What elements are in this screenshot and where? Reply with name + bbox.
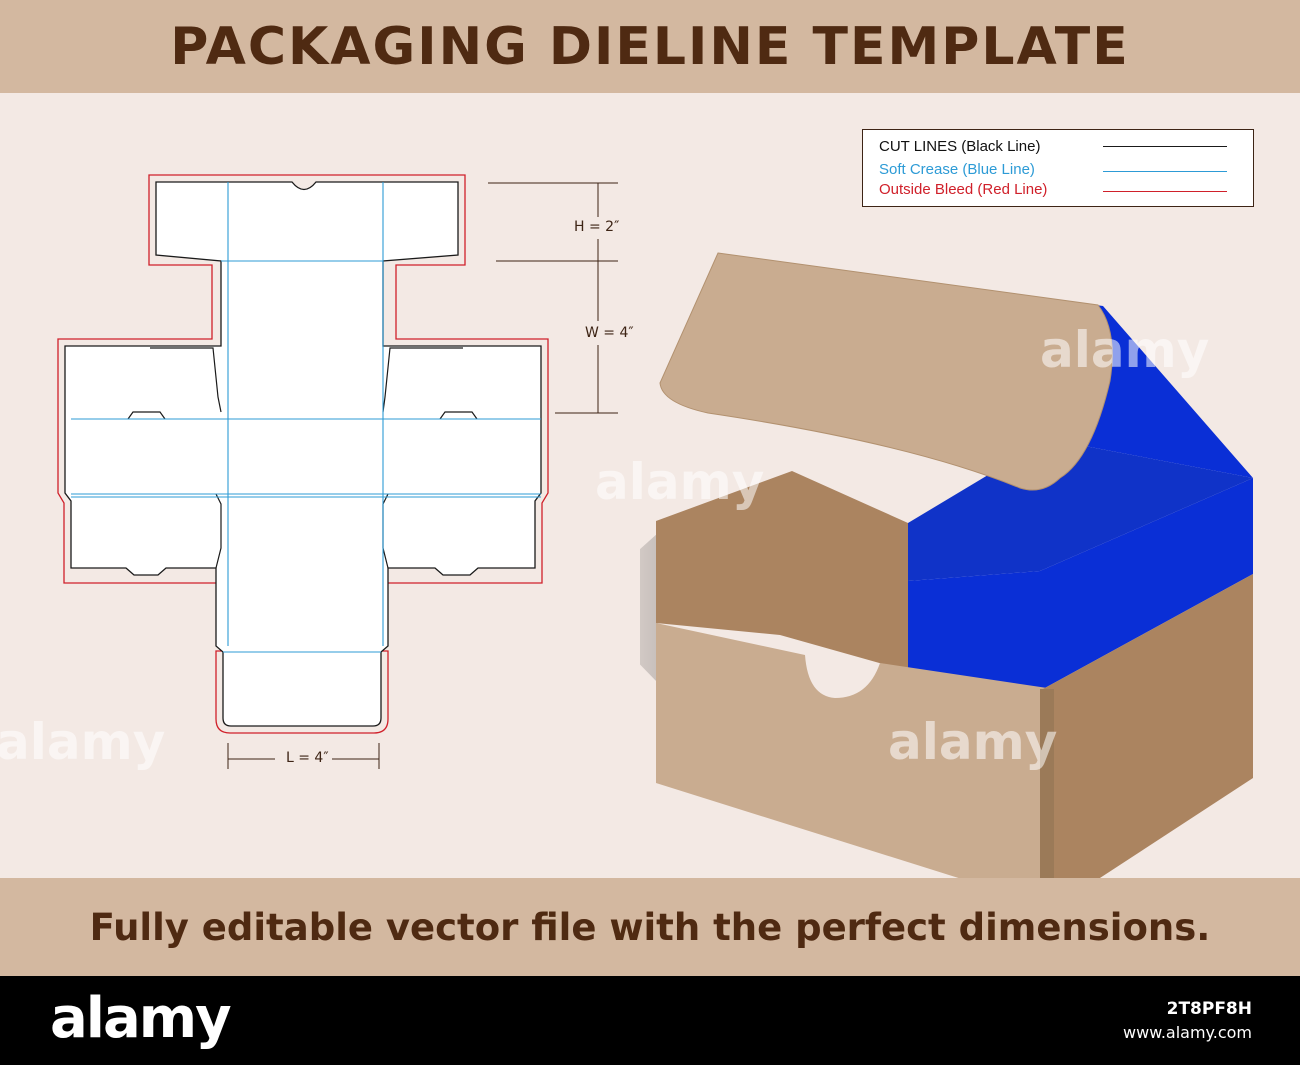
legend-cut-label: CUT LINES (Black Line) xyxy=(879,138,1041,155)
box-inner-left xyxy=(656,471,908,671)
footer-tagline: Fully editable vector file with the perf… xyxy=(89,905,1211,949)
main-area: H = 2″ W = 4″ L = 4″ CUT LINES (Black Li… xyxy=(0,93,1300,883)
image-id: 2T8PF8H xyxy=(1166,999,1252,1019)
crease-lines xyxy=(71,182,541,653)
length-dimension-label: L = 4″ xyxy=(286,750,329,766)
stock-logo: alamy xyxy=(50,986,232,1051)
dieline-diagram xyxy=(57,174,618,769)
header-banner: PACKAGING DIELINE TEMPLATE xyxy=(0,0,1300,93)
width-dimension-label: W = 4″ xyxy=(585,325,634,341)
cut-outline xyxy=(64,181,542,727)
box-right xyxy=(1043,574,1253,883)
page-title: PACKAGING DIELINE TEMPLATE xyxy=(170,16,1130,77)
footer-banner: Fully editable vector file with the perf… xyxy=(0,878,1300,976)
box-inner-floor xyxy=(908,478,1253,689)
legend-bleed-label: Outside Bleed (Red Line) xyxy=(879,181,1048,198)
legend-crease-swatch xyxy=(1103,171,1227,172)
legend-crease-label: Soft Crease (Blue Line) xyxy=(879,161,1035,178)
box-front xyxy=(656,623,1054,883)
box-front-edge xyxy=(1040,689,1054,883)
dimension-guides xyxy=(227,182,618,769)
height-dimension-label: H = 2″ xyxy=(574,219,620,235)
stock-footer: alamy 2T8PF8H www.alamy.com xyxy=(0,976,1300,1065)
line-legend: CUT LINES (Black Line) Soft Crease (Blue… xyxy=(862,129,1254,207)
box-shadow xyxy=(640,533,658,683)
box-mockup-3d xyxy=(640,252,1253,883)
stock-site: www.alamy.com xyxy=(1123,1023,1252,1042)
box-lid xyxy=(659,252,1113,491)
legend-cut-swatch xyxy=(1103,146,1227,147)
stock-meta: 2T8PF8H www.alamy.com xyxy=(1123,998,1252,1044)
legend-bleed-swatch xyxy=(1103,191,1227,192)
bleed-outline xyxy=(57,174,549,734)
